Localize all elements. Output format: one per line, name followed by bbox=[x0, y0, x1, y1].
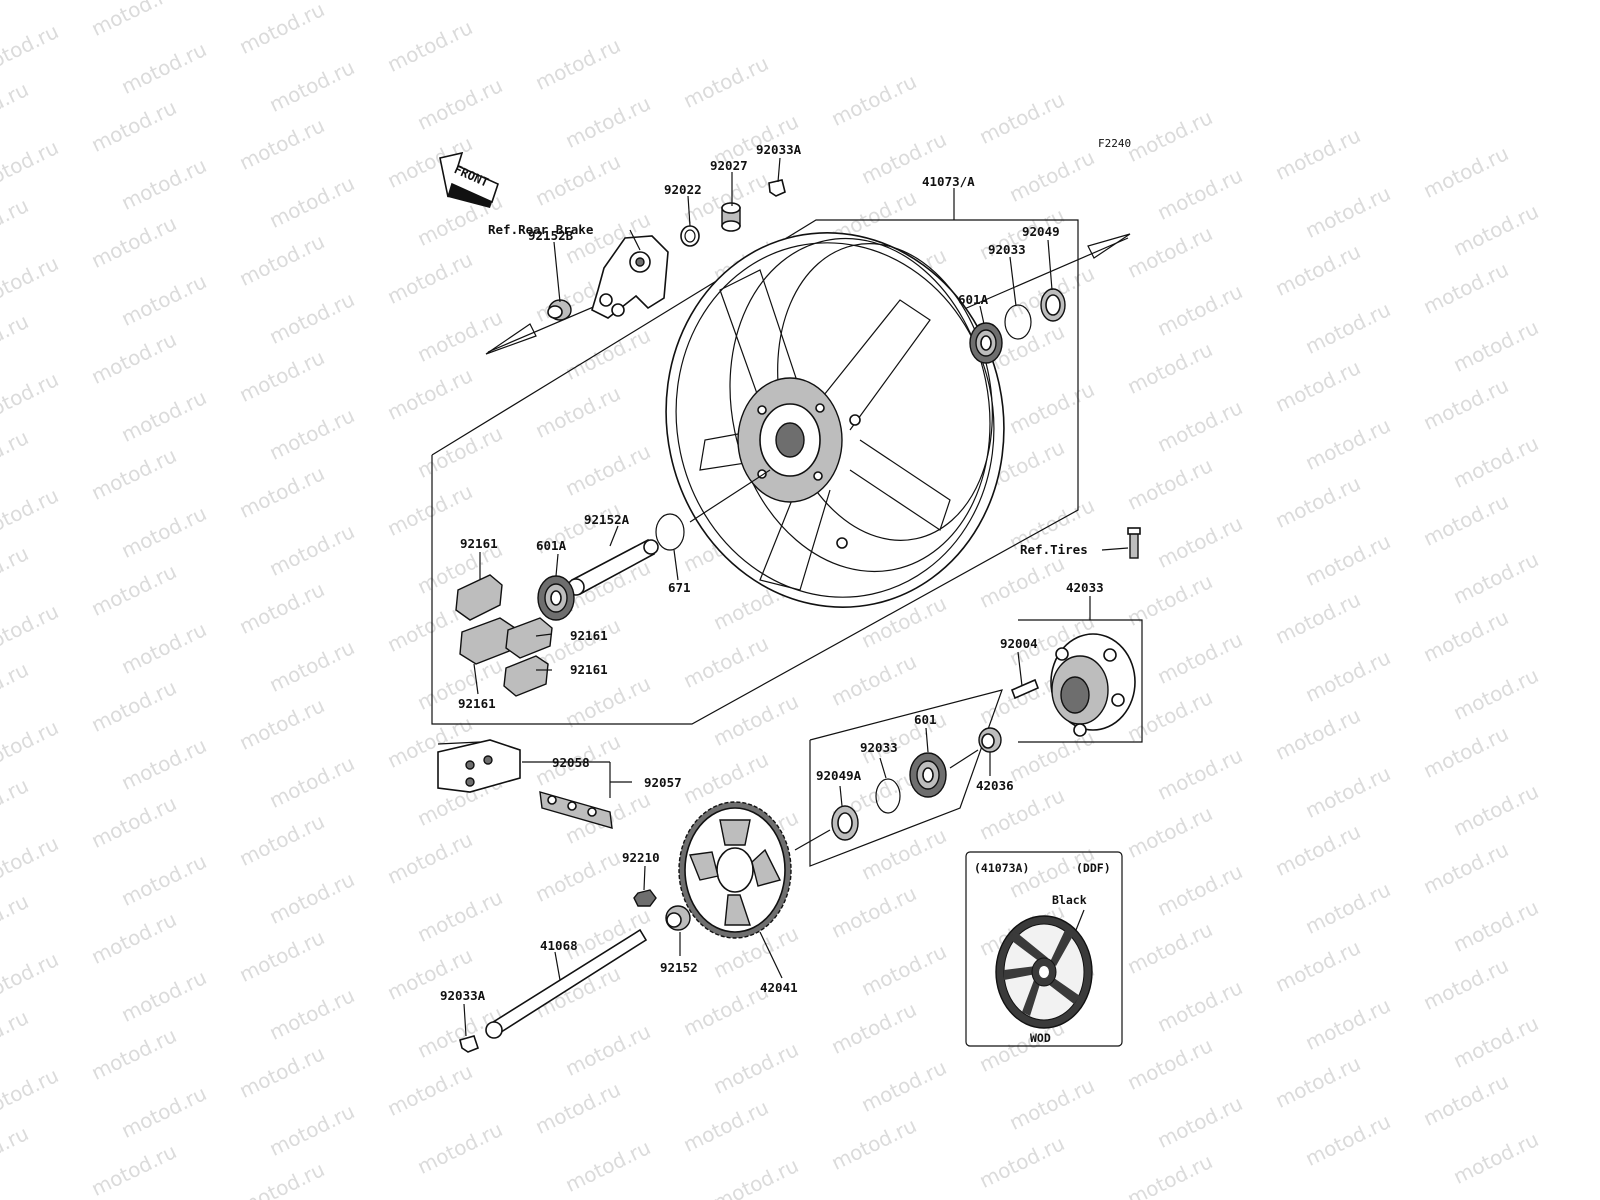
label-601: 601 bbox=[914, 712, 937, 727]
variant-inset: (41073A) (DDF) Black WOD bbox=[965, 851, 1123, 1047]
label-92152: 92152 bbox=[660, 960, 698, 975]
bearing-601 bbox=[909, 752, 947, 798]
oring-671 bbox=[655, 513, 685, 551]
circlip-92033-mid bbox=[875, 778, 901, 814]
label-92152B: 92152B bbox=[528, 228, 574, 243]
label-92057: 92057 bbox=[644, 775, 682, 790]
label-92027: 92027 bbox=[710, 158, 748, 173]
sprocket-hub-outline bbox=[1018, 619, 1143, 743]
label-92033A-bottom: 92033A bbox=[440, 988, 486, 1003]
label-42033: 42033 bbox=[1066, 580, 1104, 595]
bearing-601A-left bbox=[537, 575, 575, 621]
label-92152A: 92152A bbox=[584, 512, 630, 527]
clip-92033A-top bbox=[768, 179, 786, 197]
label-92161-b: 92161 bbox=[570, 628, 608, 643]
label-92004: 92004 bbox=[1000, 636, 1038, 651]
damper-rubbers-92161 bbox=[455, 574, 553, 697]
label-41073: 41073/A bbox=[922, 174, 975, 189]
sleeve-92152A bbox=[567, 538, 659, 596]
label-92161-c: 92161 bbox=[570, 662, 608, 677]
label-42041: 42041 bbox=[760, 980, 798, 995]
inset-wheel bbox=[995, 915, 1093, 1029]
drive-chain-92057 bbox=[437, 739, 613, 829]
collar-42036 bbox=[978, 727, 1002, 753]
label-92033-top: 92033 bbox=[988, 242, 1026, 257]
collar-92027 bbox=[721, 202, 741, 232]
label-42036: 42036 bbox=[976, 778, 1014, 793]
axle-arrow-right-icon bbox=[1087, 233, 1131, 259]
diagram-code: F2240 bbox=[1098, 137, 1131, 150]
label-41068: 41068 bbox=[540, 938, 578, 953]
inset-part: (41073A) bbox=[974, 861, 1029, 875]
hub-axis-line bbox=[689, 469, 771, 523]
part-labels: 41073/A 92033A 92027 92022 Ref.Rear Brak… bbox=[440, 142, 1104, 1003]
axle-line-right bbox=[961, 237, 1129, 311]
label-671: 671 bbox=[668, 580, 691, 595]
axle-arrow-left-icon bbox=[485, 323, 537, 355]
front-arrow-icon: FRONT bbox=[439, 151, 499, 208]
label-601A-left: 601A bbox=[536, 538, 567, 553]
label-601A-top: 601A bbox=[958, 292, 989, 307]
rear-wheel bbox=[665, 232, 1005, 608]
label-92161-d: 92161 bbox=[458, 696, 496, 711]
axle-41068 bbox=[485, 928, 648, 1039]
bearing-group-outline bbox=[809, 689, 1003, 867]
tire-valve bbox=[1127, 527, 1141, 559]
rear-sprocket-42041 bbox=[678, 801, 792, 939]
seal-92049A bbox=[831, 805, 859, 841]
label-92161-a: 92161 bbox=[460, 536, 498, 551]
label-92049: 92049 bbox=[1022, 224, 1060, 239]
inset-bottom: WOD bbox=[1030, 1031, 1051, 1045]
wheel-group-outline bbox=[431, 219, 1079, 725]
circlip-92033-top bbox=[1004, 304, 1032, 340]
seal-92049 bbox=[1040, 288, 1066, 322]
label-92022: 92022 bbox=[664, 182, 702, 197]
collar-92152 bbox=[665, 905, 691, 931]
label-92058: 92058 bbox=[552, 755, 590, 770]
inset-code: (DDF) bbox=[1076, 861, 1111, 875]
label-92049A: 92049A bbox=[816, 768, 862, 783]
stud-92004 bbox=[1010, 678, 1040, 700]
clip-92033A-bottom bbox=[459, 1035, 479, 1053]
nut-92210 bbox=[633, 889, 657, 907]
rear-brake-bracket bbox=[591, 235, 669, 319]
label-ref-rear-brake: Ref.Rear Brake bbox=[488, 222, 594, 237]
label-92210: 92210 bbox=[622, 850, 660, 865]
label-92033-mid: 92033 bbox=[860, 740, 898, 755]
ring-92022 bbox=[680, 225, 700, 247]
inset-color: Black bbox=[1052, 893, 1087, 907]
bearing-601A-top bbox=[969, 322, 1003, 364]
label-92033A-top: 92033A bbox=[756, 142, 802, 157]
label-ref-tires: Ref.Tires bbox=[1020, 542, 1088, 557]
spacer-92152B bbox=[547, 299, 572, 321]
sprocket-hub-42033 bbox=[1050, 633, 1136, 737]
leader-lines bbox=[463, 157, 1129, 1037]
